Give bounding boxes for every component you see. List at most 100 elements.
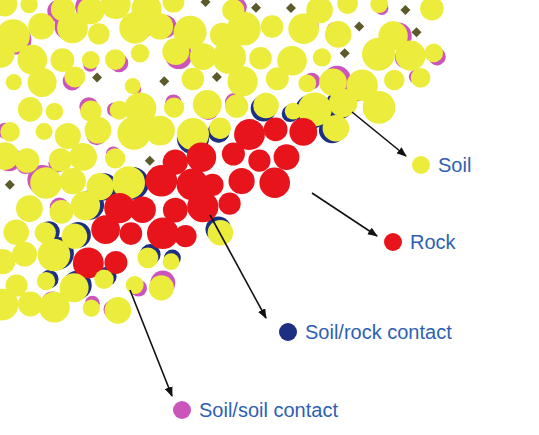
soil-particle <box>105 148 125 168</box>
rock-particle <box>219 193 241 215</box>
soil-particle <box>362 38 395 71</box>
legend-label: Soil/rock contact <box>305 320 452 344</box>
soil-particle <box>50 200 74 224</box>
rock-particle <box>274 144 300 170</box>
legend-label: Soil/soil contact <box>199 398 338 422</box>
soil-particle <box>163 253 180 270</box>
soil-particle <box>37 272 55 290</box>
soil-particle <box>20 0 37 13</box>
soil-particle <box>119 12 151 44</box>
soil-particle <box>209 117 231 139</box>
soil-particle <box>18 97 43 122</box>
fine-particle <box>212 72 222 82</box>
legend-entry: Soil/soil contact <box>173 398 338 422</box>
soil-particle <box>94 270 113 289</box>
rock-particle <box>187 191 218 222</box>
soil-particle <box>0 289 18 321</box>
soil-particle <box>59 168 85 194</box>
legend-entry: Soil <box>412 153 471 177</box>
soil-particle <box>228 66 258 96</box>
soil-particle <box>193 90 222 119</box>
soil-particle <box>370 0 388 13</box>
soil-particle <box>149 275 174 300</box>
soil-particle <box>164 97 184 117</box>
legend-swatch <box>384 233 402 251</box>
leader-arrow <box>130 290 172 396</box>
fine-particle <box>286 3 296 13</box>
soil-particle <box>249 47 272 70</box>
fine-particle <box>5 180 15 190</box>
soil-particle <box>57 13 88 44</box>
fine-particle <box>201 0 211 7</box>
legend-swatch <box>412 156 430 174</box>
soil-particle <box>39 292 70 323</box>
soil-particle <box>0 0 17 17</box>
rock-particle <box>146 165 178 197</box>
leader-arrow <box>352 112 406 156</box>
soil-particle <box>227 12 261 46</box>
soil-particle <box>363 91 396 124</box>
soil-particle <box>0 122 20 142</box>
soil-particle <box>253 93 279 119</box>
soil-particle <box>225 95 248 118</box>
soil-particle <box>131 44 149 62</box>
soil-particle <box>28 68 57 97</box>
soil-particle <box>28 13 55 40</box>
rock-particle <box>248 150 270 172</box>
legend-entry: Soil/rock contact <box>279 320 452 344</box>
soil-particle <box>138 247 159 268</box>
rock-particle <box>91 215 120 244</box>
soil-particle <box>266 67 289 90</box>
soil-particle <box>15 148 40 173</box>
soil-particle <box>16 195 43 222</box>
soil-particle <box>88 23 109 44</box>
soil-particle <box>298 75 316 93</box>
soil-particle <box>46 103 64 121</box>
soil-particle <box>313 48 331 66</box>
legend-swatch <box>173 401 191 419</box>
soil-particle <box>125 78 141 94</box>
rock-particle <box>222 143 245 166</box>
soil-particle <box>126 276 144 294</box>
soil-particle <box>162 38 189 65</box>
fine-particle <box>92 72 102 82</box>
soil-particle <box>69 143 97 171</box>
soil-particle <box>6 74 22 90</box>
soil-particle <box>105 297 132 324</box>
rock-particle <box>129 196 156 223</box>
soil-particle <box>18 291 43 316</box>
fine-particle <box>354 22 364 32</box>
legend-swatch <box>279 323 297 341</box>
legend-entry: Rock <box>384 230 456 254</box>
fine-particle <box>145 156 155 166</box>
fine-particle <box>400 5 410 15</box>
rock-particle <box>187 142 217 172</box>
soil-particle <box>395 41 425 71</box>
soil-particle <box>323 115 350 142</box>
soil-particle <box>36 123 53 140</box>
soil-particle <box>3 219 29 245</box>
soil-particle <box>288 13 319 44</box>
soil-particle <box>85 117 112 144</box>
soil-particle <box>145 116 175 146</box>
soil-particle <box>182 68 205 91</box>
soil-particle <box>12 242 37 267</box>
fine-particle <box>251 3 261 13</box>
rock-particle <box>264 117 288 141</box>
soil-particle <box>30 167 62 199</box>
soil-particle <box>105 49 126 70</box>
soil-particle <box>147 13 173 39</box>
rock-particle <box>120 222 143 245</box>
rock-particle <box>289 118 317 146</box>
soil-particle <box>82 51 100 69</box>
soil-particle <box>83 300 100 317</box>
rock-particle <box>259 168 290 199</box>
soil-particle <box>38 239 71 272</box>
fine-particle <box>340 48 350 58</box>
soil-particle <box>163 0 185 13</box>
soil-particle <box>64 66 85 87</box>
leader-arrow <box>312 193 377 236</box>
soil-particle <box>325 21 352 48</box>
